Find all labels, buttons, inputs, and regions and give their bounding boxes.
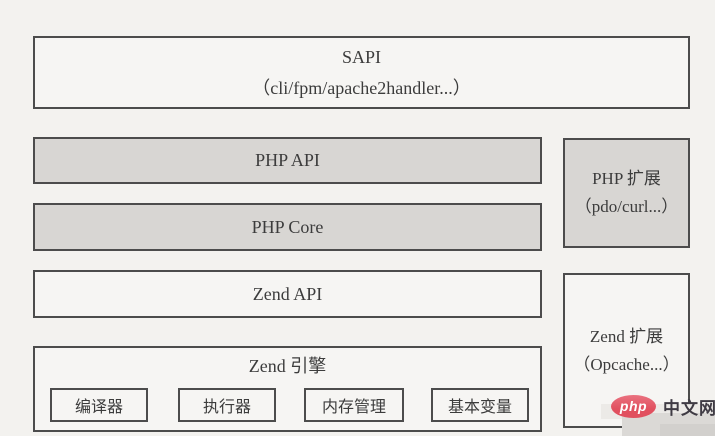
zend-api-label: Zend API	[252, 283, 323, 304]
executor-label: 执行器	[202, 399, 251, 416]
php-extensions-title: PHP 扩展	[592, 169, 661, 188]
zend-extensions-subtitle: （Opcache...）	[573, 354, 680, 374]
component-box-compiler: 编译器	[50, 388, 148, 422]
watermark-shadow-block	[660, 424, 715, 436]
php-logo-badge: php	[611, 394, 656, 418]
php-core-label: PHP Core	[251, 216, 324, 237]
php-extensions-box: PHP 扩展 （pdo/curl...）	[563, 138, 690, 248]
zend-engine-box: Zend 引擎 编译器 执行器 内存管理 基本变量	[33, 346, 542, 432]
memory-management-label: 内存管理	[321, 399, 386, 416]
component-box-basic-variables: 基本变量	[431, 388, 529, 422]
php-core-box: PHP Core	[33, 203, 542, 251]
sapi-box: SAPI （cli/fpm/apache2handler...）	[33, 36, 690, 109]
zend-extensions-title: Zend 扩展	[589, 326, 664, 346]
sapi-title: SAPI	[341, 46, 381, 67]
zend-engine-title: Zend 引擎	[248, 356, 327, 376]
basic-variables-label: 基本变量	[447, 399, 512, 416]
sapi-subtitle: （cli/fpm/apache2handler...）	[252, 77, 471, 98]
component-box-executor: 执行器	[178, 388, 276, 422]
php-extensions-subtitle: （pdo/curl...）	[574, 197, 679, 216]
php-cn-watermark: php 中文网	[611, 394, 715, 418]
logo-site-name: 中文网	[663, 398, 715, 418]
php-api-label: PHP API	[255, 150, 320, 170]
zend-api-box: Zend API	[33, 270, 542, 318]
component-box-memory-management: 内存管理	[304, 388, 404, 422]
compiler-label: 编译器	[74, 399, 123, 416]
php-api-box: PHP API	[33, 137, 542, 184]
